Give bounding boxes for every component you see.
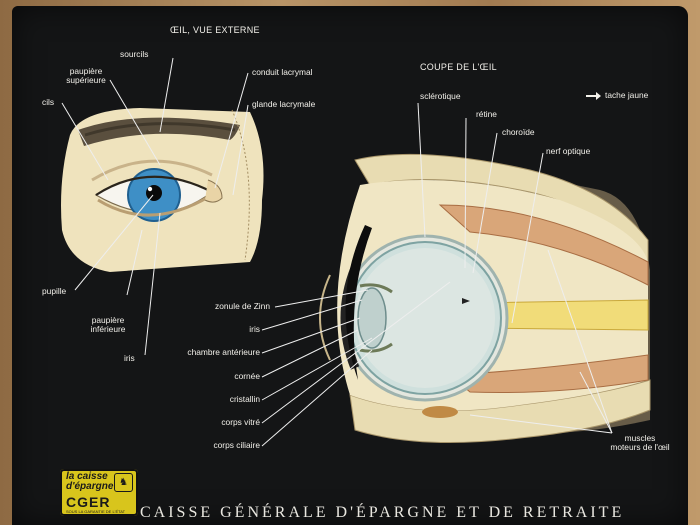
label-paupiere-sup-1: paupière <box>69 66 103 76</box>
label-retine: rétine <box>476 109 497 119</box>
pupil-circle <box>146 185 162 201</box>
leader-corps-ciliaire <box>261 349 373 447</box>
leader-iris-ext <box>144 212 161 356</box>
label-glande-lacrymale: glande lacrymale <box>252 99 316 109</box>
leader-muscles-c <box>469 414 613 434</box>
muscle-upper <box>438 204 649 286</box>
cornea-black-lens <box>345 225 372 380</box>
label-iris-external: iris <box>124 353 135 363</box>
leader-sourcils <box>159 57 174 133</box>
leader-cornee <box>261 329 359 378</box>
label-paupiere-sup-2: supérieure <box>66 75 106 85</box>
lower-lid <box>97 194 211 217</box>
tache-jaune-arrow <box>586 92 601 100</box>
leader-retine <box>464 117 467 269</box>
label-sclerotique: sclérotique <box>420 91 461 101</box>
label-corps-vitre: corps vitré <box>221 417 260 427</box>
label-muscles-1: muscles <box>624 433 656 443</box>
leader-paupiere-inf <box>126 229 143 296</box>
logo-line2: d'épargne <box>66 481 114 492</box>
leader-corps-vitre <box>261 281 451 424</box>
label-zonule-zinn: zonule de Zinn <box>215 301 270 311</box>
crystalline-lens <box>357 287 387 349</box>
leader-paupiere-sup <box>109 79 161 166</box>
leader-zonule <box>274 289 369 308</box>
eye-section-illustration <box>319 153 651 443</box>
leader-cristallin <box>261 337 373 401</box>
external-eye-illustration <box>61 108 264 272</box>
ciliary-bottom <box>359 342 393 353</box>
label-cornee: cornée <box>234 371 260 381</box>
leader-sclerotique <box>417 102 426 238</box>
leader-chambre <box>261 317 361 354</box>
label-paupiere-inf-2: inférieure <box>90 324 126 334</box>
eye-highlight <box>147 186 153 192</box>
title-external-view: ŒIL, VUE EXTERNE <box>170 25 260 35</box>
label-chambre-anterieure: chambre antérieure <box>187 347 260 357</box>
leader-pupille <box>74 194 154 291</box>
leader-iris-sec <box>261 299 363 331</box>
lion-emblem-icon: ♞ <box>114 473 133 492</box>
lacrimal-area <box>204 179 223 203</box>
vitreous-body <box>355 248 495 388</box>
muscle-lower <box>448 354 649 393</box>
lash-line <box>95 175 213 196</box>
logo-line3: CGER <box>66 494 111 510</box>
label-choroide: choroïde <box>502 127 535 137</box>
section-leader-lines <box>261 102 613 447</box>
logo-line4: SOUS LA GARANTIE DE L'ÉTAT <box>66 509 126 514</box>
label-cils: cils <box>42 97 55 107</box>
ciliary-top <box>359 283 393 294</box>
label-sourcils: sourcils <box>120 49 149 59</box>
label-conduit-lacrymal: conduit lacrymal <box>252 67 313 77</box>
fat-pad <box>422 406 458 418</box>
leader-muscles-b <box>579 371 613 434</box>
label-pupille: pupille <box>42 286 67 296</box>
leader-glande <box>232 104 249 196</box>
leader-cils <box>61 102 109 181</box>
tache-jaune-marker <box>462 298 470 304</box>
footer-institution-name: CAISSE GÉNÉRALE D'ÉPARGNE ET DE RETRAITE <box>140 504 625 521</box>
external-leader-lines <box>61 57 249 356</box>
label-iris-section: iris <box>249 324 260 334</box>
leader-nerf <box>511 152 544 324</box>
skin-edge-right <box>231 109 250 261</box>
leader-muscles-a <box>547 249 613 434</box>
label-tache-jaune: tache jaune <box>605 90 649 100</box>
iris-ring <box>127 168 181 222</box>
logo-line1: la caisse <box>66 471 108 482</box>
eyebrow-hair <box>84 122 236 137</box>
title-eye-section: COUPE DE L'ŒIL <box>420 62 497 72</box>
leader-conduit <box>214 72 249 189</box>
lid-outline <box>319 274 331 361</box>
label-corps-ciliaire: corps ciliaire <box>213 440 260 450</box>
label-muscles-2: moteurs de l'œil <box>610 442 670 452</box>
label-paupiere-inf-1: paupière <box>91 315 125 325</box>
upper-lid-fold <box>91 159 213 182</box>
leader-choroide <box>472 132 498 274</box>
label-cristallin: cristallin <box>229 394 260 404</box>
label-nerf-optique: nerf optique <box>546 146 591 156</box>
cger-logo: la caisse d'épargne CGER SOUS LA GARANTI… <box>60 469 138 516</box>
